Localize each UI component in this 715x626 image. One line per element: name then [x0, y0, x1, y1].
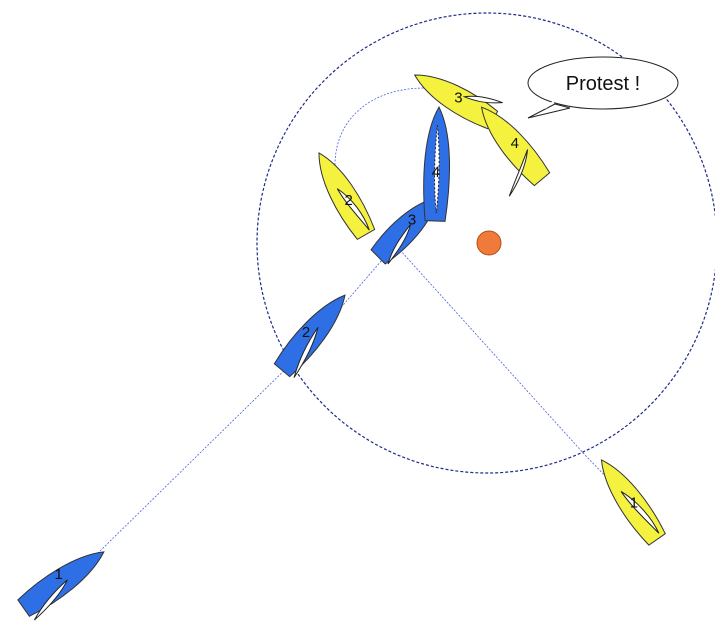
blue-boat-4-label: 4	[431, 164, 440, 181]
yellow-boat-1: 1	[591, 453, 668, 547]
mark-buoy	[477, 231, 501, 255]
blue-boat-4: 4	[422, 107, 451, 222]
yellow-boat-1-label: 1	[630, 494, 638, 511]
yellow-boat-3-label: 3	[454, 89, 462, 106]
yellow-boat-4-label: 4	[511, 135, 519, 152]
yellow-boat-2: 2	[308, 147, 377, 241]
protest-speech-bubble: Protest !	[528, 57, 678, 118]
yellow-boat-2-label: 2	[345, 192, 353, 209]
blue-boat-3-label: 3	[408, 211, 416, 228]
blue-boat-2: 2	[271, 286, 356, 379]
blue-boat-2-label: 2	[302, 324, 310, 341]
blue-boat-1: 1	[14, 538, 113, 621]
blue-boat-1-label: 1	[55, 566, 63, 583]
protest-text: Protest !	[566, 73, 640, 95]
